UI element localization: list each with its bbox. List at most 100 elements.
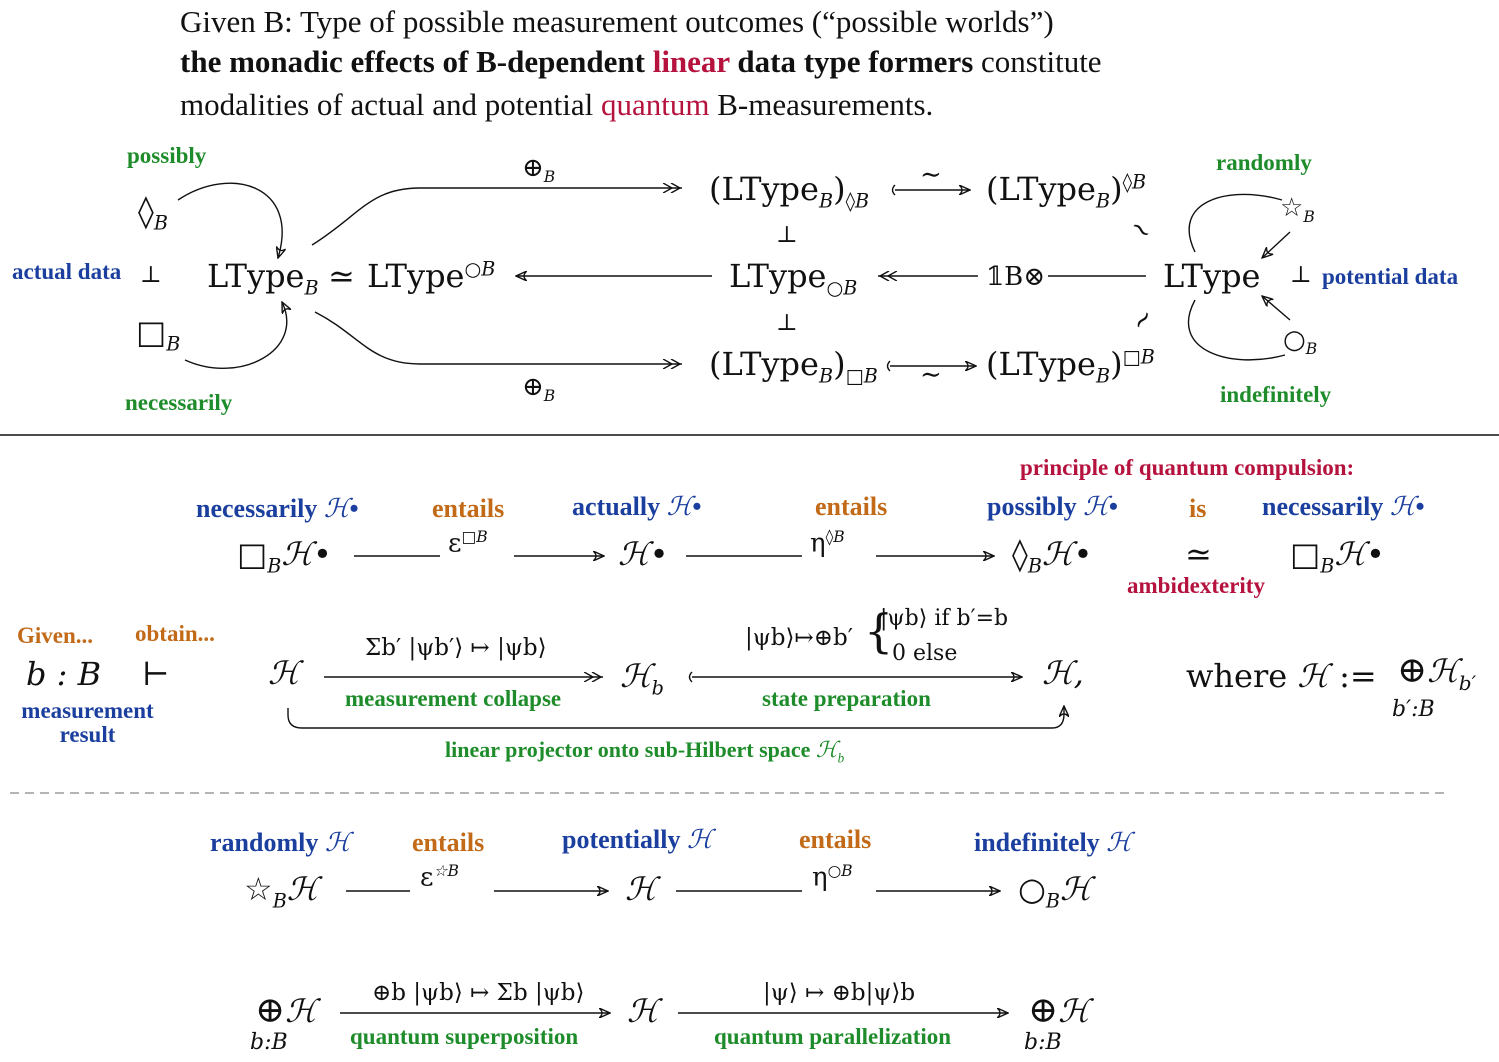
term-h: ℋ•: [618, 535, 669, 573]
term-h-b: ℋb: [620, 657, 664, 700]
perp-upper: ⊥: [776, 222, 798, 248]
loop-star-in: [1262, 231, 1291, 258]
intro-line-3b: B-measurements.: [709, 87, 934, 122]
label-ambidexterity: ambidexterity: [1127, 573, 1265, 598]
label-actual-data: actual data: [12, 259, 122, 284]
label-entails-3: entails: [412, 828, 485, 857]
node-ltype-circ-b: LType○B: [729, 257, 858, 300]
label-entails-4: entails: [799, 825, 872, 854]
label-principle: principle of quantum compulsion:: [1020, 455, 1355, 480]
sub-bprime-B: b′:B: [1392, 697, 1435, 722]
term-box-h-2: □Bℋ•: [1290, 535, 1385, 578]
label-potentially-h: potentially ℋ: [562, 825, 713, 854]
loop-star: [1188, 193, 1283, 253]
term-eta: η◊B: [810, 528, 845, 559]
label-randomly: randomly: [1216, 150, 1312, 175]
label-measurement-collapse: measurement collapse: [345, 686, 562, 711]
box-icon: □B: [136, 313, 181, 356]
label-possibly: possibly: [127, 143, 207, 168]
label-indefinitely-h: indefinitely ℋ: [974, 828, 1132, 857]
brace-icon: {: [864, 604, 894, 658]
label-sum: Σb′ |ψb′⟩ ↦ |ψb⟩: [365, 635, 547, 661]
arrow-projector: [287, 706, 1064, 729]
term-star-h: ☆Bℋ: [244, 870, 319, 913]
term-h-right: ℋ,: [1042, 654, 1084, 692]
intro-line-2: the monadic effects of B-dependent linea…: [180, 40, 1102, 83]
node-lower-right: (LTypeB)□B: [986, 345, 1155, 388]
label-indefinitely: indefinitely: [1220, 382, 1332, 407]
label-case-1: |ψb⟩ if b′=b: [880, 606, 1009, 631]
label-oplus-upper: ⊕B: [522, 153, 556, 187]
label-necessarily-h-2: necessarily ℋ•: [1262, 492, 1425, 521]
arrow-upper-oplus: [311, 188, 682, 246]
label-possibly-h: possibly ℋ•: [987, 492, 1118, 521]
intro-bold-1: the monadic effects of B-dependent: [180, 44, 653, 79]
label-case-2: 0 else: [892, 641, 958, 666]
node-lower-box: (LTypeB)□B: [709, 345, 878, 388]
label-superposition-map: ⊕b |ψb⟩ ↦ Σb |ψb⟩: [372, 980, 585, 1006]
diamond-icon: ◊B: [138, 192, 168, 235]
label-potential-data: potential data: [1322, 264, 1459, 289]
loop-circ-in: [1262, 296, 1291, 321]
arrow-upper-iso: [891, 185, 971, 195]
loop-box: [184, 302, 287, 369]
term-diamond-h: ◊Bℋ•: [1012, 535, 1093, 578]
arrow-lower-iso: [886, 361, 977, 371]
label-necessarily: necessarily: [125, 390, 233, 415]
sub-bB-right: b:B: [1024, 1030, 1062, 1055]
label-state-preparation: state preparation: [762, 686, 931, 711]
term-b-colon-B: b : B: [26, 655, 102, 693]
perp-lower: ⊥: [776, 310, 798, 336]
term-h-left: ℋ: [268, 654, 300, 692]
label-where: where ℋ :=: [1186, 657, 1377, 695]
label-oplus-lower: ⊕B: [522, 372, 556, 406]
arrow-state-prep: [688, 672, 1023, 682]
label-linear-projector: linear projector onto sub-Hilbert space …: [445, 737, 845, 766]
term-h-bottom: ℋ: [625, 870, 657, 908]
term-eta-circ: η○B: [812, 862, 853, 893]
intro-line-3: modalities of actual and potential quant…: [180, 83, 933, 126]
star-icon: ☆B: [1280, 193, 1315, 227]
term-epsilon: ε□B: [448, 528, 488, 559]
term-h-bottom-2: ℋ: [627, 992, 659, 1030]
label-necessarily-h: necessarily ℋ•: [196, 494, 359, 523]
circle-icon: ○B: [1283, 325, 1318, 359]
simeq-mid: ≃: [1185, 535, 1212, 573]
label-parallel-map: |ψ⟩ ↦ ⊕b|ψ⟩b: [763, 980, 916, 1006]
arrow-lower-oplus: [314, 311, 682, 364]
node-upper-right: (LTypeB)◊B: [986, 170, 1147, 213]
label-measurement-result: measurement result: [21, 698, 154, 747]
loop-circ: [1187, 299, 1286, 361]
label-entails-2: entails: [815, 492, 888, 521]
label-state-prep-map: |ψb⟩↦⊕b′: [745, 625, 853, 651]
label-obtain: obtain...: [135, 621, 215, 646]
perp-right: ⊥: [1290, 262, 1312, 288]
intro-line-1: Given B: Type of possible measurement ou…: [180, 0, 1054, 43]
intro-bold-2: data type formers: [729, 44, 974, 79]
label-quantum-parallelization: quantum parallelization: [714, 1024, 952, 1049]
tilde-upper: ∼: [920, 160, 942, 190]
node-ltype: LType: [1163, 257, 1261, 295]
label-randomly-h: randomly ℋ: [210, 828, 351, 857]
node-upper-diamond: (LTypeB)◊B: [709, 170, 870, 213]
label-given: Given...: [17, 623, 94, 648]
label-entails-1: entails: [432, 494, 505, 523]
intro-line-1-text: Given B: Type of possible measurement ou…: [180, 4, 1054, 39]
intro-quantum: quantum: [600, 87, 710, 122]
tilde-lower: ∼: [920, 360, 942, 390]
oplus-big-bottom-right: ⊕ℋ: [1028, 990, 1090, 1031]
oplus-big-bottom-left: ⊕ℋ: [255, 990, 317, 1031]
loop-diamond: [177, 182, 282, 258]
term-epsilon-star: ε☆B: [420, 862, 459, 893]
term-circ-h: ○Bℋ: [1018, 870, 1092, 913]
oplus-big-mid: ⊕ℋb′: [1397, 650, 1477, 696]
label-actually-h: actually ℋ•: [572, 492, 702, 521]
term-box-h: □Bℋ•: [237, 535, 332, 578]
intro-line-3a: modalities of actual and potential: [180, 87, 601, 122]
label-is: is: [1189, 494, 1207, 523]
intro-rest: constitute: [973, 44, 1102, 79]
turnstile: ⊢: [142, 655, 170, 693]
label-quantum-superposition: quantum superposition: [350, 1024, 579, 1049]
node-ltype-b: LTypeB: [207, 257, 319, 300]
